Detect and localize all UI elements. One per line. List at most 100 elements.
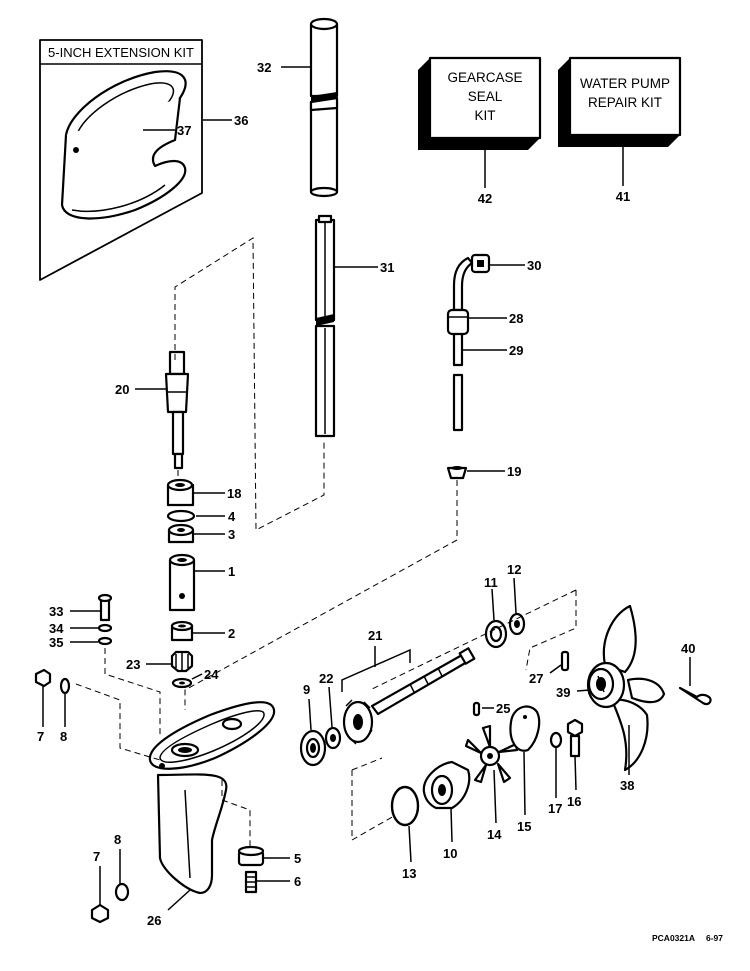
callout-16: 16 — [567, 755, 581, 809]
part-2-bearing — [170, 620, 194, 642]
svg-text:27: 27 — [529, 671, 543, 686]
svg-text:21: 21 — [368, 628, 382, 643]
callout-12: 12 — [507, 562, 521, 614]
callout-18: 18 — [194, 486, 241, 501]
part-16-screw — [566, 718, 584, 758]
part-5-grommet — [237, 845, 265, 867]
callout-40: 40 — [681, 641, 695, 686]
svg-text:35: 35 — [49, 635, 63, 650]
svg-text:31: 31 — [380, 260, 394, 275]
part-4-ring — [166, 509, 196, 523]
callout-34: 34 — [49, 621, 98, 636]
callout-21: 21 — [341, 628, 411, 692]
callout-42: 42 — [478, 150, 492, 206]
part-21-gear — [342, 699, 374, 745]
callout-6: 6 — [257, 874, 301, 889]
part-7-nut-upper — [34, 668, 52, 727]
part-31-driveshaft — [314, 214, 336, 438]
callout-5: 5 — [264, 851, 301, 866]
callout-31: 31 — [335, 260, 394, 275]
svg-text:WATER PUMP: WATER PUMP — [580, 76, 670, 91]
callout-2: 2 — [193, 626, 235, 641]
part-19-grommet — [446, 466, 468, 480]
svg-text:SEAL: SEAL — [468, 89, 503, 104]
callout-4: 4 — [196, 509, 236, 524]
part-18-bushing — [166, 478, 195, 507]
svg-text:3: 3 — [228, 527, 235, 542]
svg-text:30: 30 — [527, 258, 541, 273]
svg-text:16: 16 — [567, 794, 581, 809]
svg-text:17: 17 — [548, 801, 562, 816]
assembly-lines — [75, 237, 577, 848]
svg-text:23: 23 — [126, 657, 140, 672]
callout-10: 10 — [443, 807, 457, 861]
svg-text:25: 25 — [496, 701, 510, 716]
part-33-screw — [97, 593, 113, 622]
part-32-tube — [309, 17, 339, 198]
callout-23: 23 — [126, 657, 171, 672]
gearcase-seal-kit-box: GEARCASE SEAL KIT — [418, 56, 542, 150]
svg-text:37: 37 — [177, 123, 191, 138]
part-21-propeller-shaft — [370, 647, 476, 716]
svg-text:KIT: KIT — [474, 108, 495, 123]
callout-13: 13 — [402, 825, 416, 881]
svg-text:12: 12 — [507, 562, 521, 577]
part-1-housing — [168, 553, 196, 612]
svg-text:26: 26 — [147, 913, 161, 928]
part-12-seal — [508, 612, 526, 636]
part-15-plate — [509, 705, 541, 752]
part-14-impeller — [464, 724, 519, 784]
callout-35: 35 — [49, 635, 98, 650]
part-3-bushing — [167, 523, 195, 544]
part-38-propeller — [586, 604, 666, 772]
svg-text:38: 38 — [620, 778, 634, 793]
svg-text:40: 40 — [681, 641, 695, 656]
callout-41: 41 — [616, 147, 630, 204]
part-17-washer — [549, 731, 563, 749]
part-40-cotter-pin — [678, 686, 712, 706]
part-8-washer-upper — [59, 677, 71, 727]
extension-kit-panel: 5-INCH EXTENSION KIT — [39, 39, 203, 281]
part-25-pin — [472, 701, 481, 717]
svg-text:14: 14 — [487, 827, 502, 842]
part-23-pinion-gear — [170, 650, 194, 673]
svg-text:36: 36 — [234, 113, 248, 128]
svg-text:2: 2 — [228, 626, 235, 641]
part-13-o-ring — [390, 785, 420, 827]
svg-text:42: 42 — [478, 191, 492, 206]
callout-22: 22 — [319, 671, 333, 728]
callout-25: 25 — [482, 701, 510, 716]
svg-text:18: 18 — [227, 486, 241, 501]
part-9-bearing — [299, 729, 327, 767]
callout-24: 24 — [191, 667, 219, 682]
part-27-pin — [560, 650, 570, 672]
callout-39: 39 — [556, 685, 591, 700]
callout-38: 38 — [620, 725, 634, 793]
callout-8-lower: 8 — [114, 832, 121, 847]
part-10-housing — [422, 760, 471, 810]
part-7-nut-lower — [90, 866, 110, 924]
part-34-washer — [97, 623, 113, 633]
svg-text:29: 29 — [509, 343, 523, 358]
svg-text:41: 41 — [616, 189, 630, 204]
svg-text:9: 9 — [303, 682, 310, 697]
svg-text:33: 33 — [49, 604, 63, 619]
extension-kit-title: 5-INCH EXTENSION KIT — [48, 45, 194, 60]
part-22-thrust-washer — [324, 726, 342, 750]
svg-text:32: 32 — [257, 60, 271, 75]
svg-text:11: 11 — [484, 575, 498, 590]
callout-37: 37 — [143, 123, 191, 138]
part-26-gearcase — [148, 701, 276, 895]
svg-text:15: 15 — [517, 819, 531, 834]
callout-27: 27 — [529, 664, 562, 686]
callout-17: 17 — [548, 747, 562, 816]
callout-29: 29 — [463, 343, 523, 358]
drawing-code: PCA0321A — [652, 933, 695, 943]
callout-7-lower: 7 — [93, 849, 100, 864]
callout-26: 26 — [147, 889, 191, 928]
callout-32: 32 — [257, 60, 310, 75]
callout-19: 19 — [467, 464, 521, 479]
drawing-date: 6-97 — [706, 933, 723, 943]
callout-30: 30 — [490, 258, 541, 273]
